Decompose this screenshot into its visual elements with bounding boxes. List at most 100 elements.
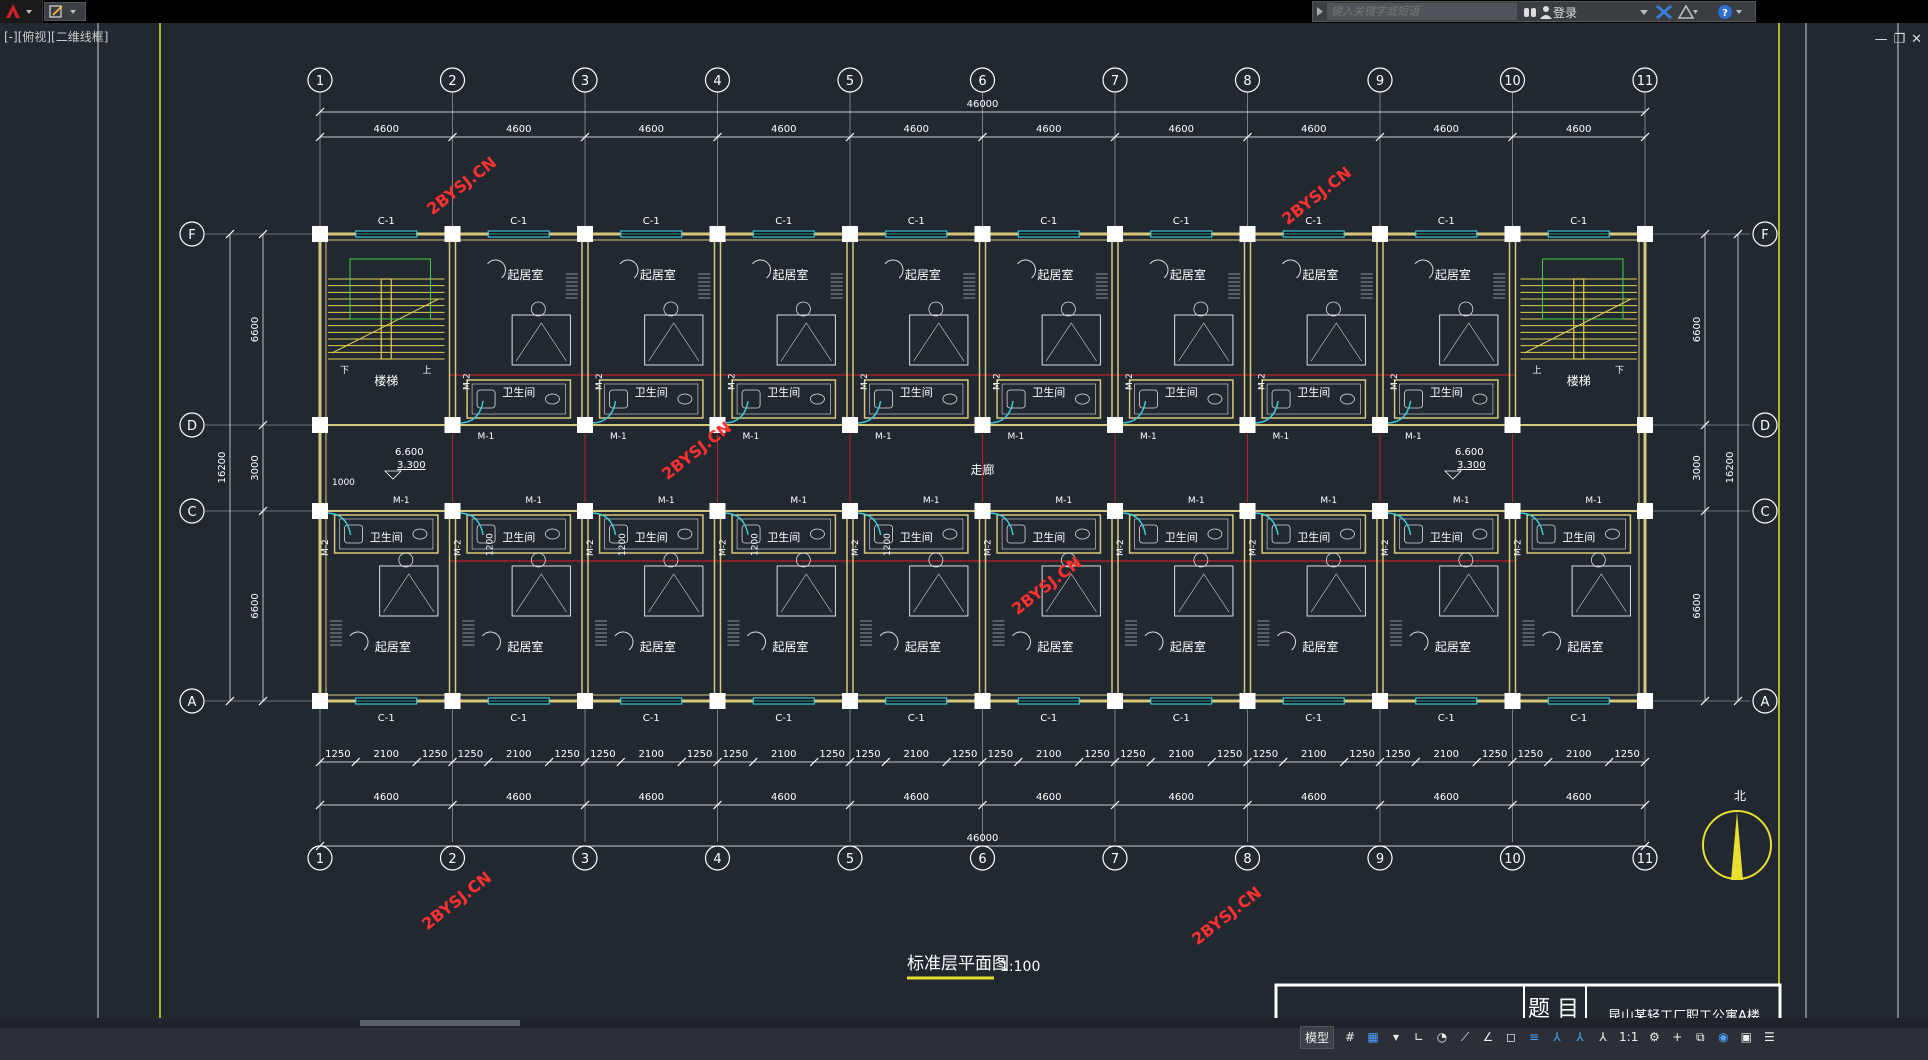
dropdown-icon[interactable]: ▾ — [1393, 1030, 1400, 1044]
axis-label: 2 — [448, 74, 456, 89]
bathroom — [598, 379, 704, 419]
isolate-objects-icon[interactable]: ⧉ — [1696, 1029, 1705, 1044]
workspace-gear-icon[interactable]: ⚙ — [1648, 1030, 1660, 1044]
model-space-button[interactable]: 模型 — [1300, 1025, 1335, 1049]
annotation-visibility-icon[interactable]: ⅄ — [1553, 1030, 1561, 1044]
room-label: 起居室 — [1170, 639, 1206, 654]
help-icon[interactable]: ? — [1717, 4, 1743, 20]
dimension-text: 4600 — [506, 124, 531, 135]
window-tag: C-1 — [510, 216, 527, 227]
armchair — [884, 259, 904, 279]
annotation-scale-icon[interactable]: ⅄ — [1599, 1030, 1607, 1044]
dim-1200: 1200 — [485, 533, 495, 556]
minimize-button[interactable]: — — [1874, 32, 1888, 47]
column — [1107, 693, 1123, 709]
axis-bubble — [179, 412, 205, 438]
room-label: 起居室 — [905, 639, 941, 654]
axis-label: 3 — [581, 852, 589, 867]
search-input[interactable] — [1327, 3, 1517, 20]
column — [842, 693, 858, 709]
autodesk-a360-icon[interactable] — [1677, 4, 1699, 20]
dimension-text: 4600 — [1566, 792, 1591, 803]
bathroom-label: 卫生间 — [502, 530, 535, 544]
stair-label: 楼梯 — [1567, 373, 1591, 388]
dimension-text: 2100 — [1169, 749, 1194, 760]
stair-direction: 上 — [1533, 365, 1542, 376]
ortho-mode-icon[interactable]: ∟ — [1413, 1030, 1425, 1044]
dimension-text: 4600 — [1434, 124, 1459, 135]
armchair — [1542, 631, 1561, 651]
bathroom — [996, 379, 1102, 419]
door-tag: M-1 — [1453, 496, 1470, 506]
column — [1239, 417, 1256, 433]
column — [1504, 226, 1521, 242]
viewport-controls-label[interactable]: [-][俯视][二维线框] — [4, 30, 109, 44]
column — [577, 226, 593, 242]
hardware-acceleration-icon[interactable]: ◉ — [1718, 1030, 1729, 1044]
login-button[interactable]: 登录 — [1553, 6, 1578, 20]
bathroom-label: 卫生间 — [1297, 385, 1330, 399]
window-tag: C-1 — [1438, 216, 1455, 227]
axis-bubble — [572, 845, 598, 871]
axis-label: 8 — [1243, 74, 1251, 89]
dim-1200: 1200 — [750, 533, 760, 556]
north-arrow: 北 — [1702, 789, 1772, 880]
dimension-text: 2100 — [1434, 749, 1459, 760]
axis-bubble — [1752, 688, 1778, 714]
horizontal-scrollbar[interactable] — [0, 1018, 1928, 1028]
auto-scale-icon[interactable]: ⅄ — [1576, 1030, 1584, 1044]
dimension-text: 4600 — [1301, 124, 1326, 135]
door-tag: M-1 — [393, 496, 410, 506]
close-button[interactable]: ✕ — [1911, 32, 1922, 47]
customization-menu-icon[interactable]: ☰ — [1763, 1030, 1775, 1044]
polar-tracking-icon[interactable]: ◔ — [1436, 1030, 1448, 1044]
window-tag: C-1 — [378, 216, 395, 227]
login-dropdown-icon[interactable] — [1639, 4, 1649, 20]
column — [577, 693, 593, 709]
dimension-text: 4600 — [506, 792, 531, 803]
room-label: 起居室 — [1037, 267, 1073, 282]
level-mark: 6.600 — [395, 447, 424, 458]
clean-screen-icon[interactable]: ▣ — [1740, 1030, 1752, 1044]
corridor-label: 走廊 — [970, 462, 994, 477]
exchange-apps-icon[interactable] — [1655, 4, 1673, 20]
stair-direction: 上 — [423, 365, 432, 376]
application-menu-button[interactable] — [0, 0, 43, 23]
axis-bubble — [1752, 498, 1778, 524]
axis-bubble — [1367, 67, 1393, 93]
bathroom-label: 卫生间 — [1032, 530, 1065, 544]
grid-display-icon[interactable]: # — [1344, 1030, 1356, 1044]
snap-mode-icon[interactable]: ▦ — [1367, 1030, 1379, 1044]
window-tag: C-1 — [908, 216, 925, 227]
dimension-text: 16200 — [217, 452, 228, 484]
object-snap-icon[interactable]: ◻ — [1506, 1030, 1516, 1044]
room-label: 起居室 — [1567, 639, 1603, 654]
axis-bubble — [439, 67, 466, 93]
expand-arrow-icon[interactable] — [1314, 2, 1326, 21]
room-label: 起居室 — [507, 267, 543, 282]
scrollbar-thumb[interactable] — [360, 1020, 520, 1026]
axis-bubble — [572, 67, 598, 93]
axis-bubble — [969, 67, 996, 93]
isodraft-icon[interactable]: ⟋ — [1460, 1029, 1470, 1044]
annotation-scale-value[interactable]: 1:1 — [1619, 1030, 1639, 1044]
door-tag: M-1 — [1140, 432, 1157, 442]
lineweight-icon[interactable]: ≡ — [1528, 1030, 1540, 1044]
door-tag: M-1 — [1188, 496, 1205, 506]
axis-label: A — [188, 695, 197, 710]
column — [1372, 417, 1388, 433]
quick-access-toolbar[interactable] — [44, 2, 86, 21]
room-labels-layer: C-1C-1C-1C-1C-1C-1C-1C-1C-1C-1C-1C-1C-1C… — [321, 216, 1624, 724]
object-snap-tracking-icon[interactable]: ∠ — [1482, 1030, 1494, 1044]
column — [312, 417, 328, 433]
axis-label: 1 — [316, 74, 324, 89]
restore-button[interactable]: ❐ — [1893, 32, 1906, 47]
door-tag-2: M-2 — [1258, 373, 1268, 390]
level-triangle — [1444, 470, 1462, 480]
binoculars-icon[interactable] — [1523, 4, 1537, 20]
dimension-text: 4600 — [771, 792, 796, 803]
door-tag: M-1 — [1320, 496, 1337, 506]
plus-icon[interactable]: + — [1672, 1030, 1683, 1044]
